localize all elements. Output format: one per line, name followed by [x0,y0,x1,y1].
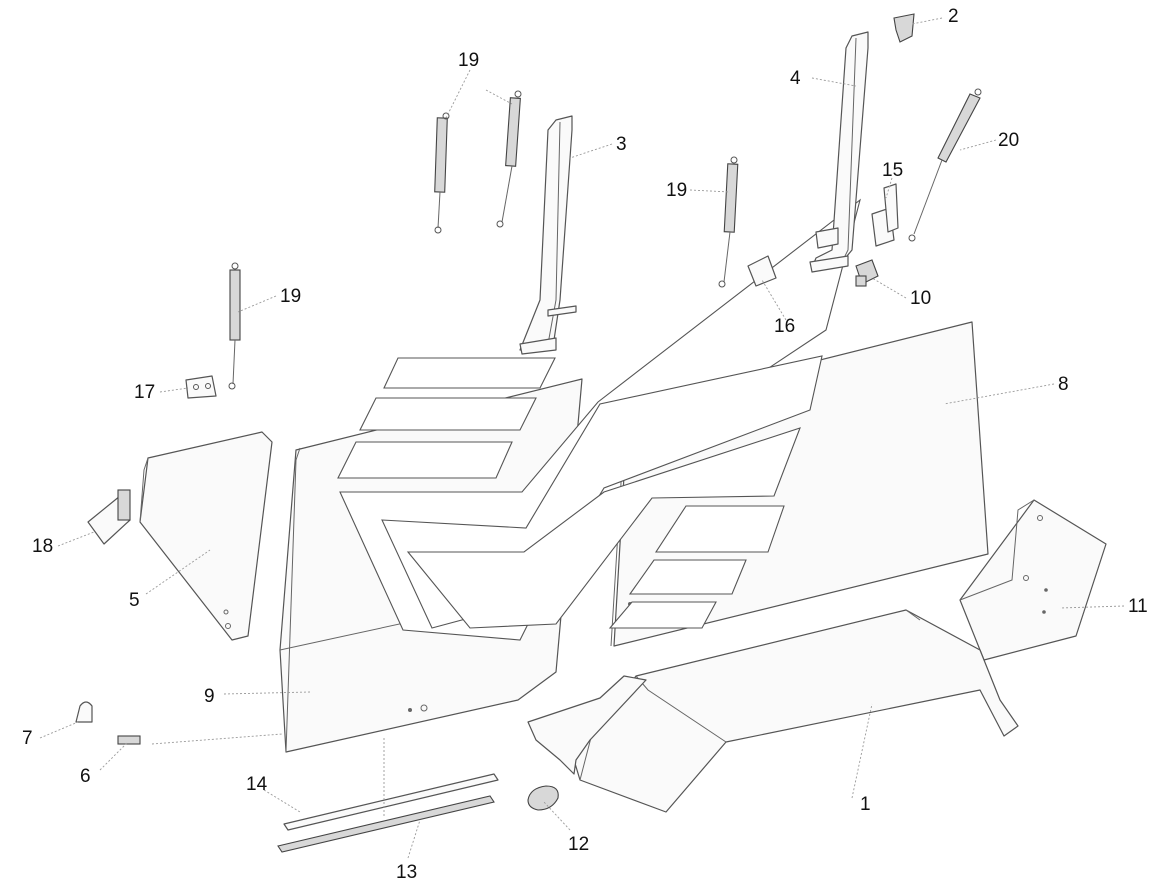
part-4-post [809,31,869,273]
callout-labels: 1 2 3 4 5 6 7 8 9 10 11 12 13 14 15 16 1… [22,6,1148,883]
part-12-cap [527,785,559,811]
callout-7: 7 [22,728,33,749]
leader-lines [39,17,1125,859]
part-5-side-panel [139,431,273,641]
part-20-gas-strut [908,88,982,242]
part-7-handle [75,701,93,723]
callout-20: 20 [998,130,1019,151]
callout-15: 15 [882,160,903,181]
callout-6: 6 [80,766,91,787]
callout-11: 11 [1128,596,1148,617]
callout-2: 2 [948,6,959,27]
part-3-post [519,115,577,355]
callout-18: 18 [32,536,53,557]
part-17-bracket [185,375,217,399]
callout-19-top: 19 [458,50,479,71]
callout-3: 3 [616,134,627,155]
callout-1: 1 [860,794,871,815]
part-6-latch [117,735,141,745]
callout-17: 17 [134,382,155,403]
panel-emblem [337,198,861,641]
callout-12: 12 [568,834,589,855]
callout-9: 9 [204,686,215,707]
callout-19-left: 19 [280,286,301,307]
callout-14: 14 [246,774,268,795]
callout-19-mid: 19 [666,180,687,201]
part-1-lower-hood [527,609,1019,813]
part-19-gas-strut-c [718,156,739,288]
callout-5: 5 [129,590,140,611]
part-18-hinge-plate [87,489,131,545]
part-13-seal-strip [277,795,495,853]
callout-13: 13 [396,862,417,883]
callout-8: 8 [1058,374,1069,395]
part-14-seal-strip [283,773,499,831]
part-19-gas-strut-b [496,90,522,228]
callout-16: 16 [774,316,795,337]
part-10-latch [855,259,879,287]
callout-4: 4 [790,68,801,89]
part-16-bracket [747,255,777,287]
part-19-gas-strut-d [228,262,241,390]
part-15-hinge [871,183,899,247]
part-2-bracket [893,13,915,43]
part-11-end-panel [959,499,1107,661]
callout-10: 10 [910,288,931,309]
part-19-gas-strut-a [434,112,450,234]
